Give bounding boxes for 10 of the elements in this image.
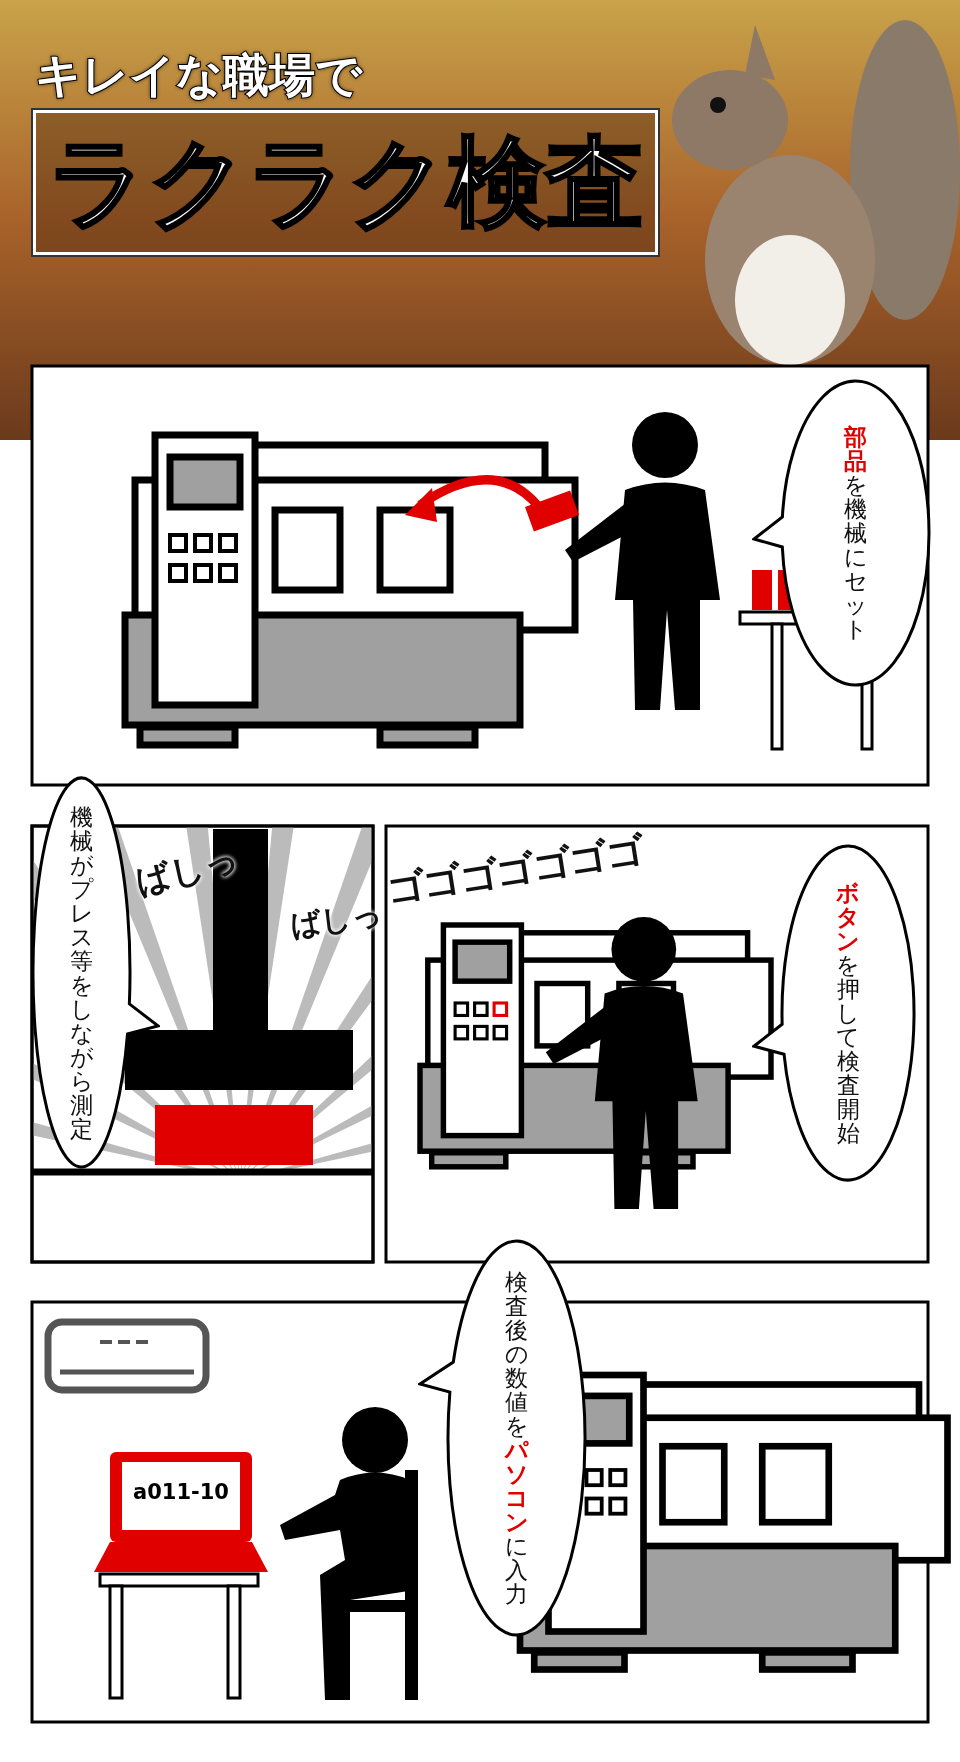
title-text: ラクラク検査 bbox=[33, 110, 658, 255]
speech-text: 検査後の数値をパソコンに入力 bbox=[504, 1270, 529, 1606]
speech-text: ボタンを押して検査開始 bbox=[836, 881, 860, 1145]
speech-text: 機械がプレス等をしながら測定 bbox=[69, 804, 94, 1141]
speech-bubble bbox=[418, 1238, 588, 1638]
sound-effect-text: ばしっ bbox=[131, 836, 244, 905]
speech-bubble bbox=[752, 843, 917, 1183]
speech-bubble bbox=[752, 378, 932, 688]
speech-text: 部品を機械にセット bbox=[843, 425, 868, 641]
subtitle-text: キレイな職場で bbox=[35, 47, 362, 104]
